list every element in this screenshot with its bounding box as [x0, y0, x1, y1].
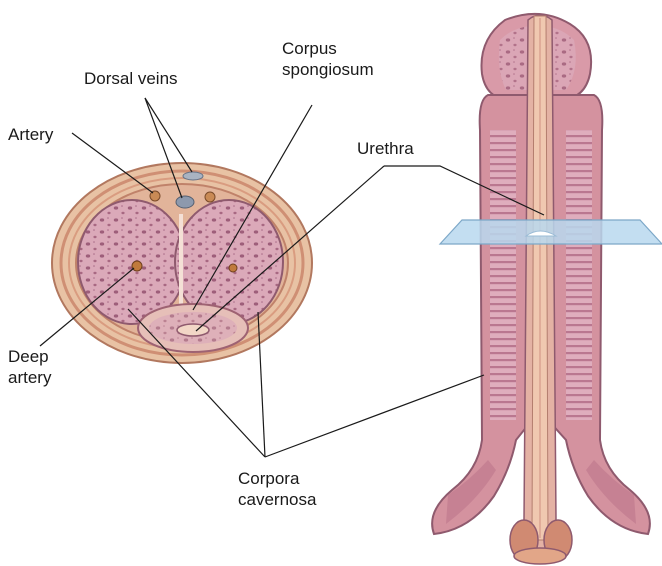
label-corpus-spongiosum: Corpus spongiosum	[282, 38, 374, 80]
dorsal-artery-right	[205, 192, 215, 202]
longitudinal-section	[432, 14, 650, 564]
urethra-cross-section	[177, 324, 209, 336]
dorsal-vein	[176, 196, 194, 208]
label-deep-artery: Deep artery	[8, 346, 51, 388]
label-corpora-cavernosa: Corpora cavernosa	[238, 468, 316, 510]
deep-artery-left	[132, 261, 142, 271]
dorsal-vein-superficial	[183, 172, 203, 180]
label-artery: Artery	[8, 124, 53, 145]
deep-artery-right	[229, 264, 237, 272]
label-dorsal-veins: Dorsal veins	[84, 68, 178, 89]
section-plane	[440, 220, 662, 244]
label-urethra: Urethra	[357, 138, 414, 159]
leader-corpora-long	[265, 375, 484, 457]
